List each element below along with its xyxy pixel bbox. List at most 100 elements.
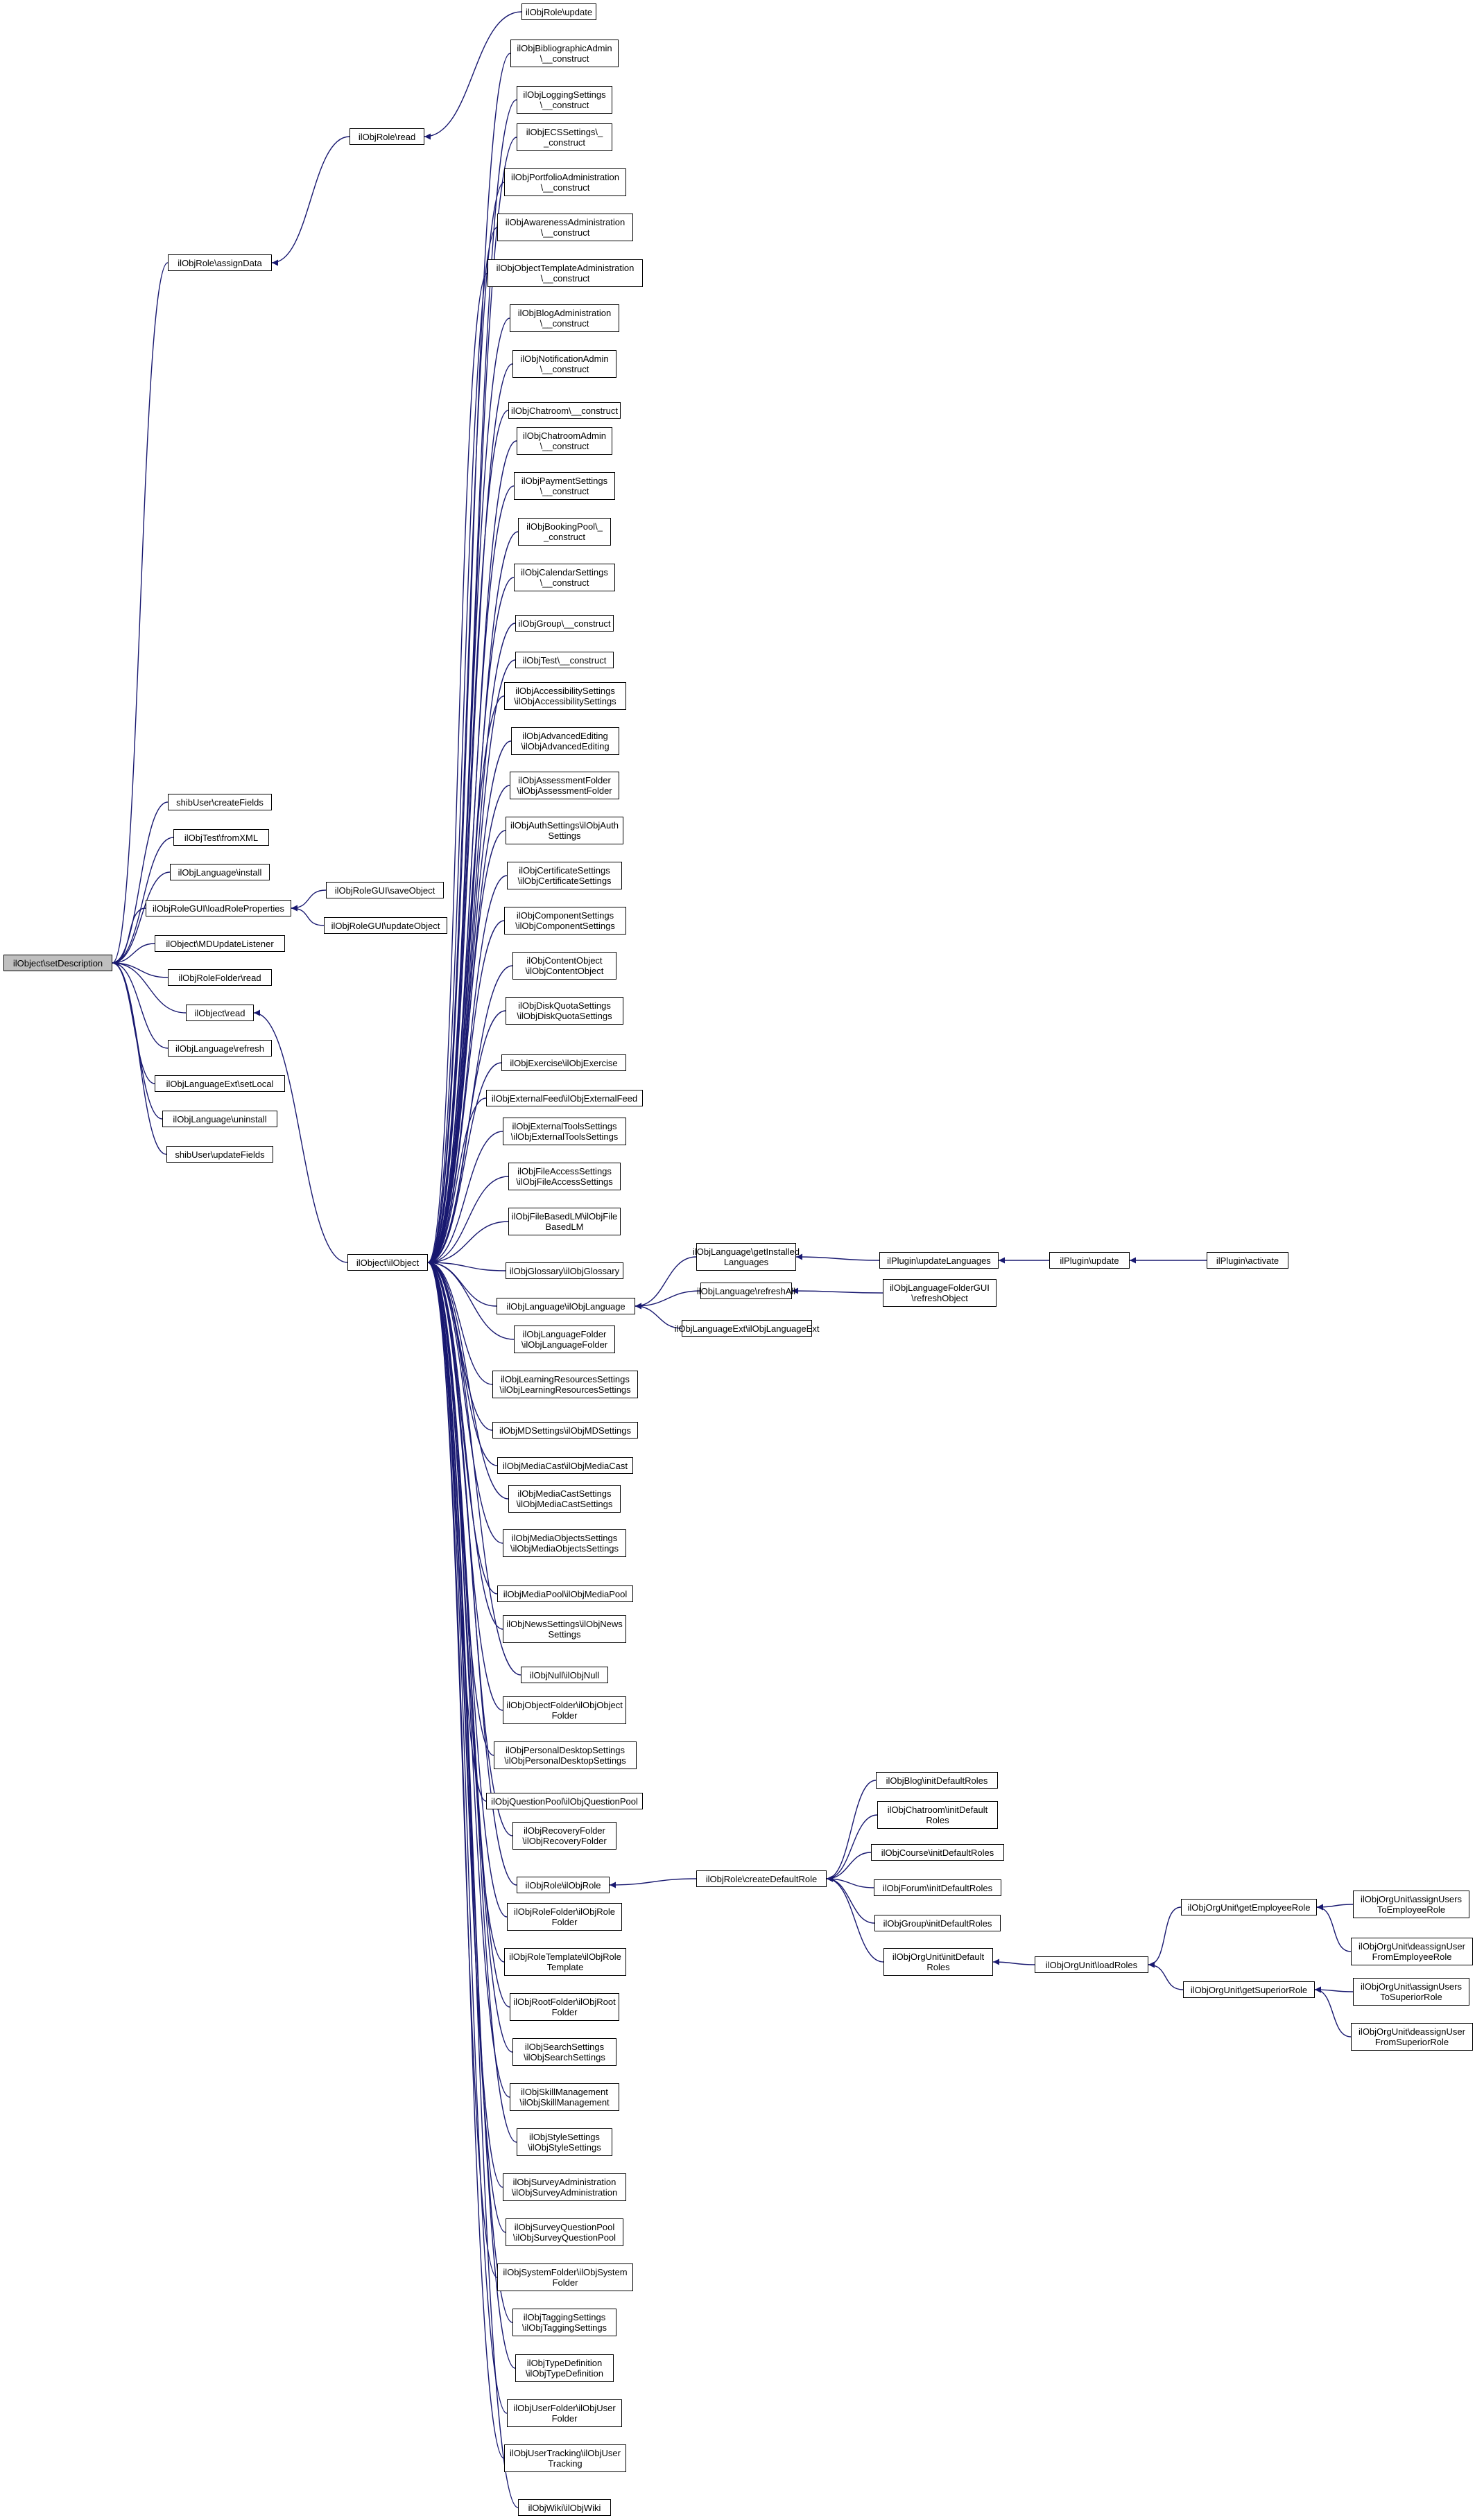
function-node[interactable]: ilObjCertificateSettings \ilObjCertifica…	[507, 862, 622, 889]
function-node[interactable]: ilObjECSSettings\_ _construct	[517, 123, 612, 151]
function-node[interactable]: ilObjLanguageFolderGUI \refreshObject	[883, 1279, 997, 1307]
function-node[interactable]: ilObjGroup\__construct	[515, 615, 614, 632]
function-node[interactable]: ilObjFileBasedLM\ilObjFile BasedLM	[508, 1208, 621, 1235]
call-edge	[424, 11, 522, 140]
function-node[interactable]: ilPlugin\updateLanguages	[879, 1252, 999, 1269]
function-node[interactable]: ilObjNotificationAdmin \__construct	[512, 350, 616, 378]
function-node[interactable]: ilObjLanguage\refreshAll	[697, 1283, 795, 1299]
function-node[interactable]: ilObjLanguage\install	[170, 864, 270, 880]
function-node[interactable]: ilObjPersonalDesktopSettings \ilObjPerso…	[494, 1741, 637, 1769]
function-node[interactable]: ilObjFileAccessSettings \ilObjFileAccess…	[508, 1163, 621, 1190]
function-node[interactable]: ilObjRoleFolder\ilObjRole Folder	[507, 1903, 622, 1931]
function-node[interactable]: ilObjExercise\ilObjExercise	[501, 1054, 626, 1071]
function-node[interactable]: ilObjLearningResourcesSettings \ilObjLea…	[492, 1371, 638, 1398]
function-node[interactable]: ilObjCourse\initDefaultRoles	[871, 1844, 1004, 1861]
function-node[interactable]: ilObjAdvancedEditing \ilObjAdvancedEditi…	[511, 727, 619, 755]
function-node[interactable]: ilObjTaggingSettings \ilObjTaggingSettin…	[512, 2309, 616, 2336]
function-node[interactable]: ilObjLoggingSettings \__construct	[517, 86, 612, 114]
function-node[interactable]: ilObjAccessibilitySettings \ilObjAccessi…	[504, 682, 626, 710]
function-node[interactable]: ilObjRoleFolder\read	[168, 969, 272, 986]
function-node[interactable]: ilObjLanguage\refresh	[168, 1040, 272, 1057]
function-node[interactable]: ilObjSurveyQuestionPool \ilObjSurveyQues…	[506, 2218, 623, 2246]
function-node[interactable]: ilObjRole\assignData	[168, 254, 272, 271]
function-node[interactable]: ilPlugin\activate	[1207, 1252, 1288, 1269]
function-node[interactable]: ilObjBibliographicAdmin \__construct	[510, 40, 619, 67]
function-node[interactable]: ilObjBlog\initDefaultRoles	[876, 1772, 998, 1789]
function-node[interactable]: ilObjPortfolioAdministration \__construc…	[504, 168, 626, 196]
function-node[interactable]: ilObjTest\fromXML	[173, 829, 269, 846]
function-node[interactable]: ilObjTypeDefinition \ilObjTypeDefinition	[515, 2354, 614, 2382]
function-node[interactable]: ilObjRole\read	[350, 128, 424, 145]
function-node[interactable]: ilObjOrgUnit\initDefault Roles	[883, 1948, 993, 1976]
function-node[interactable]: ilObjMediaObjectsSettings \ilObjMediaObj…	[503, 1529, 626, 1557]
function-node[interactable]: ilObjOrgUnit\getEmployeeRole	[1181, 1899, 1317, 1915]
function-node[interactable]: ilObjExternalFeed\ilObjExternalFeed	[486, 1090, 643, 1106]
function-node[interactable]: ilObjDiskQuotaSettings \ilObjDiskQuotaSe…	[506, 997, 623, 1025]
function-node[interactable]: ilObjObjectFolder\ilObjObject Folder	[503, 1696, 626, 1724]
function-node[interactable]: ilObjTest\__construct	[515, 652, 614, 668]
function-node[interactable]: ilObjRole\ilObjRole	[517, 1877, 610, 1893]
function-node[interactable]: ilObjMediaPool\ilObjMediaPool	[497, 1585, 633, 1602]
function-node[interactable]: ilObjMediaCast\ilObjMediaCast	[497, 1457, 633, 1474]
function-node[interactable]: ilObjRoleGUI\loadRoleProperties	[146, 900, 291, 916]
function-node[interactable]: ilObject\MDUpdateListener	[155, 935, 285, 952]
function-node[interactable]: ilObjMediaCastSettings \ilObjMediaCastSe…	[508, 1485, 621, 1513]
function-node[interactable]: ilObjContentObject \ilObjContentObject	[512, 952, 616, 980]
function-node[interactable]: ilObjCalendarSettings \__construct	[514, 564, 615, 591]
function-node[interactable]: shibUser\createFields	[168, 794, 272, 810]
root-function-node[interactable]: ilObject\setDescription	[3, 955, 112, 971]
function-node[interactable]: ilObjComponentSettings \ilObjComponentSe…	[504, 907, 626, 935]
function-node[interactable]: ilObjRole\createDefaultRole	[696, 1870, 827, 1887]
function-node[interactable]: ilObject\ilObject	[347, 1254, 428, 1271]
call-edge	[826, 1852, 872, 1882]
function-node[interactable]: ilObjLanguage\getInstalled Languages	[693, 1243, 800, 1271]
function-node[interactable]: ilObjLanguageFolder \ilObjLanguageFolder	[514, 1326, 615, 1353]
function-node[interactable]: ilObjNewsSettings\ilObjNews Settings	[503, 1615, 626, 1643]
function-node[interactable]: ilObjForum\initDefaultRoles	[874, 1879, 1001, 1896]
function-node[interactable]: ilObjChatroom\__construct	[508, 402, 621, 419]
function-node[interactable]: ilObjObjectTemplateAdministration \__con…	[488, 259, 643, 287]
function-node[interactable]: ilObjQuestionPool\ilObjQuestionPool	[486, 1793, 643, 1809]
function-node[interactable]: ilObjOrgUnit\assignUsers ToSuperiorRole	[1353, 1978, 1469, 2006]
call-edge	[427, 1259, 517, 2143]
function-node[interactable]: ilObjGroup\initDefaultRoles	[874, 1915, 1001, 1931]
function-node[interactable]: ilObjRole\update	[521, 3, 596, 20]
function-node[interactable]: ilObjRootFolder\ilObjRoot Folder	[510, 1993, 619, 2021]
function-node[interactable]: ilObjLanguage\uninstall	[162, 1111, 277, 1127]
function-node[interactable]: ilObjOrgUnit\loadRoles	[1035, 1956, 1148, 1973]
function-node[interactable]: shibUser\updateFields	[166, 1146, 273, 1163]
function-node[interactable]: ilObjSystemFolder\ilObjSystem Folder	[497, 2263, 633, 2291]
function-node[interactable]: ilObjChatroom\initDefault Roles	[877, 1801, 998, 1829]
function-node[interactable]: ilObjLanguageExt\setLocal	[155, 1075, 285, 1092]
function-node[interactable]: ilObjOrgUnit\deassignUser FromEmployeeRo…	[1351, 1938, 1473, 1965]
function-node[interactable]: ilObjSurveyAdministration \ilObjSurveyAd…	[503, 2173, 626, 2201]
function-node[interactable]: ilObjSkillManagement \ilObjSkillManageme…	[510, 2083, 619, 2111]
function-node[interactable]: ilObjWiki\ilObjWiki	[518, 2499, 611, 2516]
function-node[interactable]: ilObjSearchSettings \ilObjSearchSettings	[512, 2038, 616, 2066]
function-node[interactable]: ilObjBlogAdministration \__construct	[510, 304, 619, 332]
function-node[interactable]: ilObjBookingPool\_ _construct	[518, 518, 611, 546]
function-node[interactable]: ilObjOrgUnit\assignUsers ToEmployeeRole	[1353, 1891, 1469, 1918]
function-node[interactable]: ilObjStyleSettings \ilObjStyleSettings	[517, 2128, 612, 2156]
function-node[interactable]: ilObject\read	[186, 1005, 254, 1021]
function-node[interactable]: ilObjLanguage\ilObjLanguage	[497, 1298, 635, 1314]
function-node[interactable]: ilObjOrgUnit\deassignUser FromSuperiorRo…	[1351, 2023, 1473, 2051]
function-node[interactable]: ilObjRecoveryFolder \ilObjRecoveryFolder	[512, 1822, 616, 1850]
function-node[interactable]: ilObjAwarenessAdministration \__construc…	[497, 214, 633, 241]
function-node[interactable]: ilObjExternalToolsSettings \ilObjExterna…	[503, 1118, 626, 1145]
function-node[interactable]: ilObjMDSettings\ilObjMDSettings	[492, 1422, 638, 1439]
function-node[interactable]: ilObjRoleGUI\saveObject	[326, 882, 444, 898]
function-node[interactable]: ilObjUserFolder\ilObjUser Folder	[507, 2399, 622, 2427]
function-node[interactable]: ilObjLanguageExt\ilObjLanguageExt	[675, 1320, 819, 1337]
function-node[interactable]: ilObjNull\ilObjNull	[521, 1667, 608, 1683]
function-node[interactable]: ilObjGlossary\ilObjGlossary	[506, 1262, 623, 1279]
function-node[interactable]: ilObjRoleGUI\updateObject	[324, 917, 447, 934]
function-node[interactable]: ilObjUserTracking\ilObjUser Tracking	[504, 2444, 626, 2472]
function-node[interactable]: ilObjAssessmentFolder \ilObjAssessmentFo…	[510, 772, 619, 799]
function-node[interactable]: ilObjAuthSettings\ilObjAuth Settings	[506, 817, 623, 844]
function-node[interactable]: ilObjOrgUnit\getSuperiorRole	[1183, 1981, 1315, 1998]
function-node[interactable]: ilObjPaymentSettings \__construct	[514, 472, 615, 500]
function-node[interactable]: ilObjChatroomAdmin \__construct	[517, 427, 612, 455]
function-node[interactable]: ilPlugin\update	[1049, 1252, 1130, 1269]
function-node[interactable]: ilObjRoleTemplate\ilObjRole Template	[504, 1948, 626, 1976]
